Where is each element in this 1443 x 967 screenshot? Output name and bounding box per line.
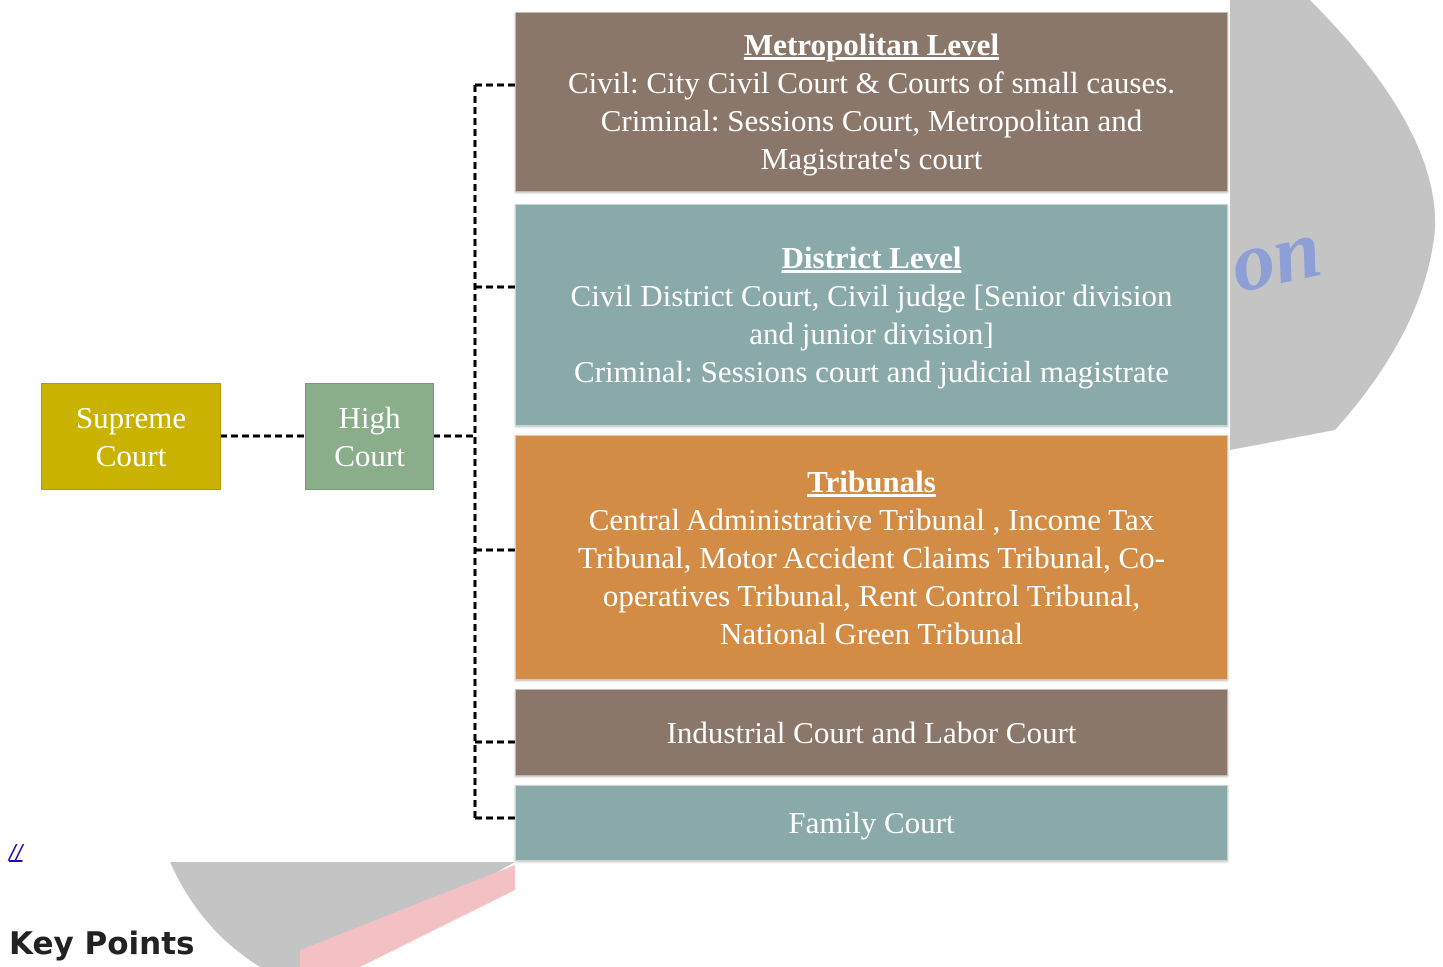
family-court-box: Family Court — [515, 785, 1228, 861]
district-line-1: Civil District Court, Civil judge [Senio… — [570, 278, 1173, 313]
watermark-text: on — [1223, 202, 1329, 311]
image-link[interactable]: // — [9, 840, 23, 864]
district-line-3: Criminal: Sessions court and judicial ma… — [574, 354, 1169, 389]
metropolitan-line-2: Criminal: Sessions Court, Metropolitan a… — [600, 103, 1143, 138]
industrial-court-box: Industrial Court and Labor Court — [515, 689, 1228, 776]
supreme-court-box: Supreme Court — [41, 383, 221, 490]
key-points-heading: Key Points — [9, 926, 195, 962]
metropolitan-level-title: Metropolitan Level — [743, 27, 1000, 62]
supreme-court-label-line1: Supreme — [75, 399, 187, 435]
metropolitan-level-box: Metropolitan Level Civil: City Civil Cou… — [515, 12, 1228, 192]
tribunals-line-4: National Green Tribunal — [719, 615, 1024, 651]
tribunals-line-3: operatives Tribunal, Rent Control Tribun… — [602, 577, 1141, 613]
tribunals-line-1: Central Administrative Tribunal , Income… — [588, 501, 1155, 537]
district-level-title: District Level — [781, 240, 962, 275]
metropolitan-line-1: Civil: City Civil Court & Courts of smal… — [567, 65, 1176, 100]
watermark-gray-lower — [170, 862, 515, 967]
supreme-court-label-line2: Court — [95, 437, 167, 473]
tribunals-title: Tribunals — [807, 463, 936, 499]
tribunals-box: Tribunals Central Administrative Tribuna… — [515, 435, 1228, 680]
watermark-pink-lower — [300, 865, 515, 967]
industrial-court-label: Industrial Court and Labor Court — [666, 714, 1077, 750]
high-court-box: High Court — [305, 383, 434, 490]
watermark-gray-band — [1045, 0, 1436, 450]
district-line-2: and junior division] — [749, 316, 994, 351]
tribunals-line-2: Tribunal, Motor Accident Claims Tribunal… — [577, 539, 1166, 575]
family-court-label: Family Court — [788, 805, 955, 840]
high-court-label-line1: High — [338, 399, 401, 435]
district-level-box: District Level Civil District Court, Civ… — [515, 204, 1228, 426]
metropolitan-line-3: Magistrate's court — [760, 141, 983, 176]
high-court-label-line2: Court — [334, 437, 405, 473]
